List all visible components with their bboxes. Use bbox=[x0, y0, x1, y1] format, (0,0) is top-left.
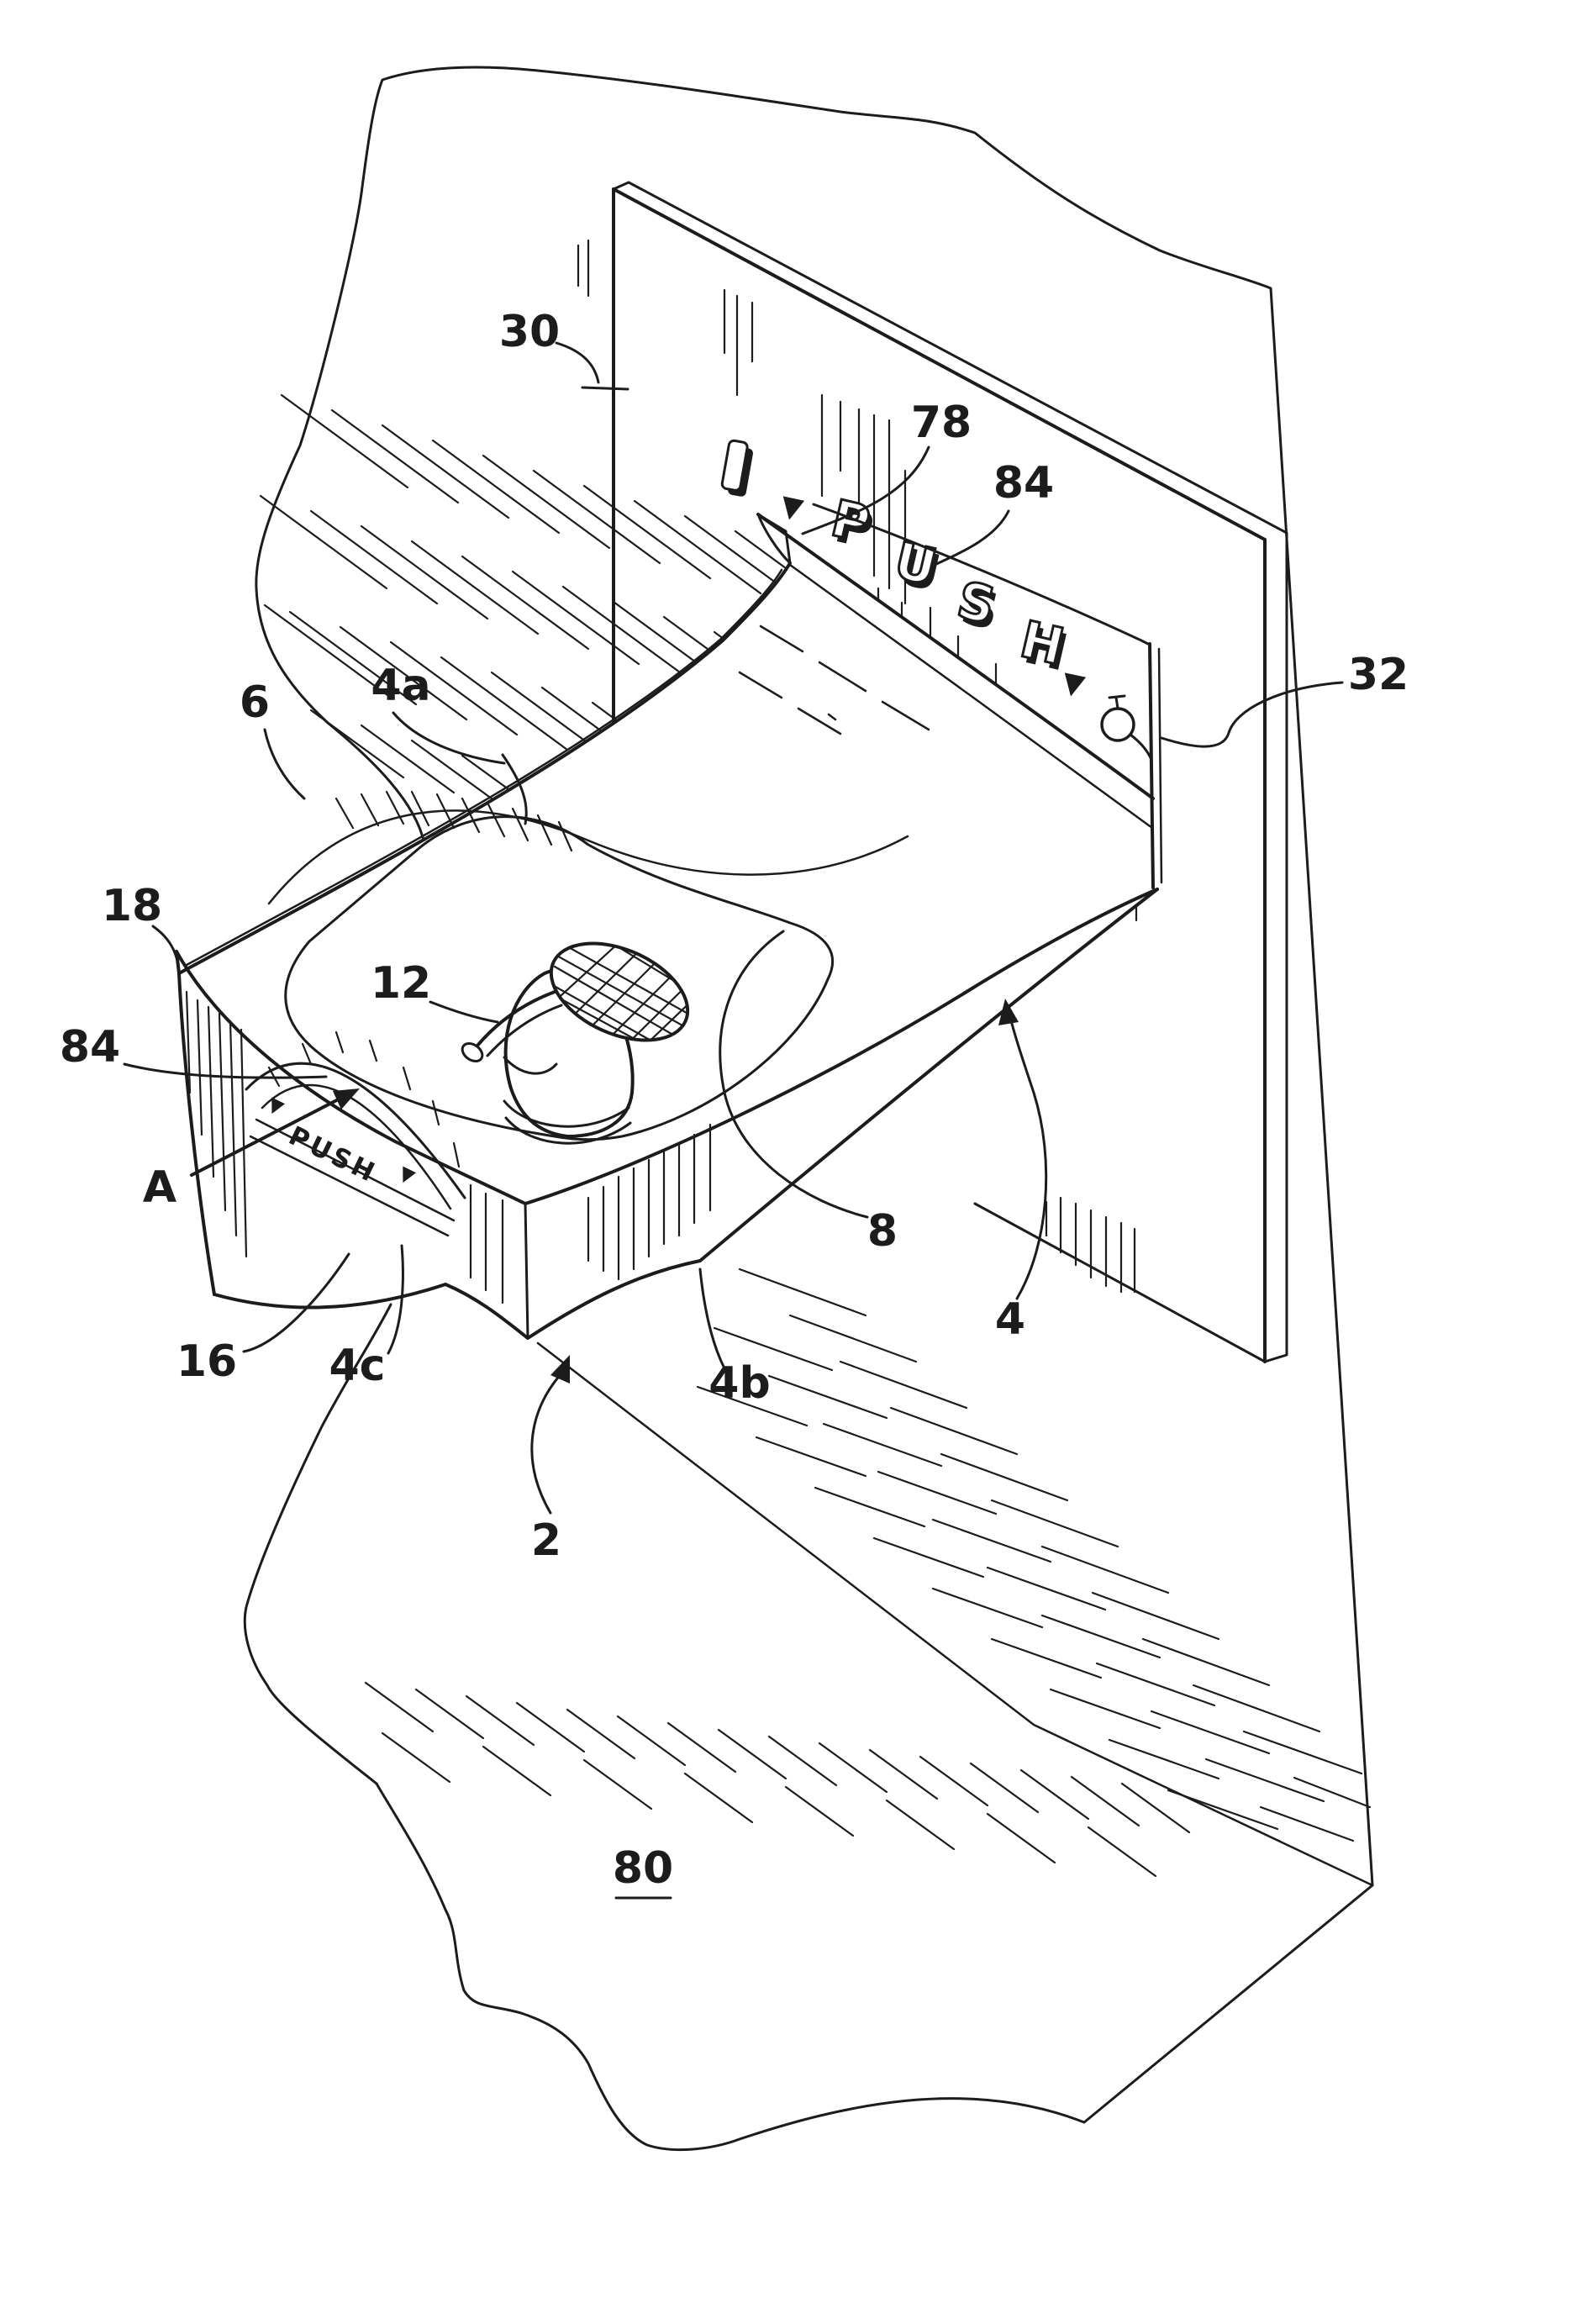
hood-base-ticks bbox=[334, 790, 573, 852]
label-84-side: 84 bbox=[60, 1022, 120, 1073]
hood-surface-dashes bbox=[738, 625, 930, 735]
hood-rim-bottom bbox=[788, 563, 1154, 830]
bar-glyph-icon bbox=[720, 439, 753, 497]
leader-12 bbox=[429, 1000, 499, 1024]
wall-outline-top bbox=[255, 66, 1374, 1887]
left-profile-edge bbox=[175, 950, 216, 1296]
front-face-shading bbox=[469, 1123, 712, 1304]
leader-32 bbox=[1160, 681, 1344, 748]
label-4b: 4b bbox=[708, 1358, 770, 1409]
hatch-band-bottom bbox=[364, 1681, 1191, 1878]
label-30: 30 bbox=[499, 307, 560, 357]
base-edge bbox=[213, 888, 1159, 1340]
leader-84-top bbox=[933, 509, 1010, 567]
label-16: 16 bbox=[176, 1336, 237, 1387]
window-sill bbox=[249, 1118, 456, 1237]
hood-right-curve bbox=[812, 503, 1150, 646]
nozzle-rim-2 bbox=[504, 1116, 632, 1145]
arrow-2 bbox=[530, 1355, 570, 1515]
device-back-edge bbox=[1148, 642, 1155, 889]
reference-labels: 30 78 84 4a 6 32 18 12 84 A 8 4 16 bbox=[60, 307, 1409, 1900]
hatch-band-lower-right bbox=[696, 1268, 1372, 1842]
leader-4c bbox=[387, 1244, 404, 1355]
leader-84-side bbox=[123, 1062, 328, 1079]
front-corner-crease bbox=[524, 1202, 529, 1340]
label-4c: 4c bbox=[329, 1341, 385, 1391]
tray-outline bbox=[284, 815, 835, 1141]
leader-8 bbox=[719, 930, 869, 1219]
label-80-group: 80 bbox=[613, 1843, 673, 1900]
label-2: 2 bbox=[531, 1515, 561, 1566]
shadow-crease-line bbox=[536, 1341, 1374, 1887]
label-6: 6 bbox=[240, 677, 270, 728]
nozzle-tube-2 bbox=[486, 1004, 563, 1057]
leader-4a bbox=[392, 711, 528, 825]
leader-18 bbox=[151, 925, 181, 975]
plate-top-edge bbox=[612, 187, 1267, 541]
nozzle-curl bbox=[503, 1056, 558, 1075]
label-84-top: 84 bbox=[993, 458, 1054, 509]
hood-arc-inner bbox=[185, 568, 783, 967]
arrow-A bbox=[190, 1088, 360, 1177]
label-4a: 4a bbox=[371, 661, 430, 711]
wall-outline-bottom bbox=[375, 1782, 1374, 2152]
wall-outline-lower-left bbox=[243, 1303, 392, 1785]
window-outer-arc bbox=[245, 1062, 466, 1199]
nozzle-rim-1 bbox=[503, 1099, 630, 1128]
label-80: 80 bbox=[613, 1843, 673, 1894]
dispenser-device: ▼ PUSH ▼ bbox=[175, 503, 1163, 1340]
left-face-shading bbox=[185, 990, 248, 1258]
plate-letter-p: P P bbox=[824, 488, 879, 561]
top-front-rim bbox=[175, 888, 1159, 1205]
label-12: 12 bbox=[371, 958, 431, 1009]
leader-30 bbox=[555, 341, 629, 391]
device-back-edge-2 bbox=[1157, 647, 1163, 884]
leader-4b bbox=[698, 1268, 726, 1370]
plate-bottom-edge bbox=[973, 1202, 1267, 1363]
label-32: 32 bbox=[1348, 650, 1409, 700]
label-78: 78 bbox=[911, 398, 972, 448]
leader-6 bbox=[263, 728, 306, 800]
label-A: A bbox=[143, 1162, 176, 1213]
nozzle-head-crosshatch bbox=[540, 924, 703, 1060]
plate-indicia: ▼ P P U U S S H H ▼ bbox=[720, 439, 1153, 762]
label-8: 8 bbox=[867, 1206, 898, 1257]
hood-rim-top bbox=[756, 513, 1155, 800]
nozzle bbox=[461, 924, 703, 1145]
nozzle-tube bbox=[476, 990, 556, 1047]
leader-16 bbox=[242, 1252, 350, 1353]
cast-shadow-hatching bbox=[364, 1268, 1374, 1887]
label-4: 4 bbox=[995, 1294, 1025, 1345]
leader-78 bbox=[801, 445, 930, 535]
arrow-4 bbox=[998, 999, 1048, 1300]
plate-thickness-edge bbox=[612, 181, 1288, 1363]
hood-base-line bbox=[267, 809, 909, 905]
label-18: 18 bbox=[102, 881, 162, 931]
hood-arc-outer bbox=[177, 561, 792, 975]
nozzle-tube-tip bbox=[461, 1042, 484, 1062]
